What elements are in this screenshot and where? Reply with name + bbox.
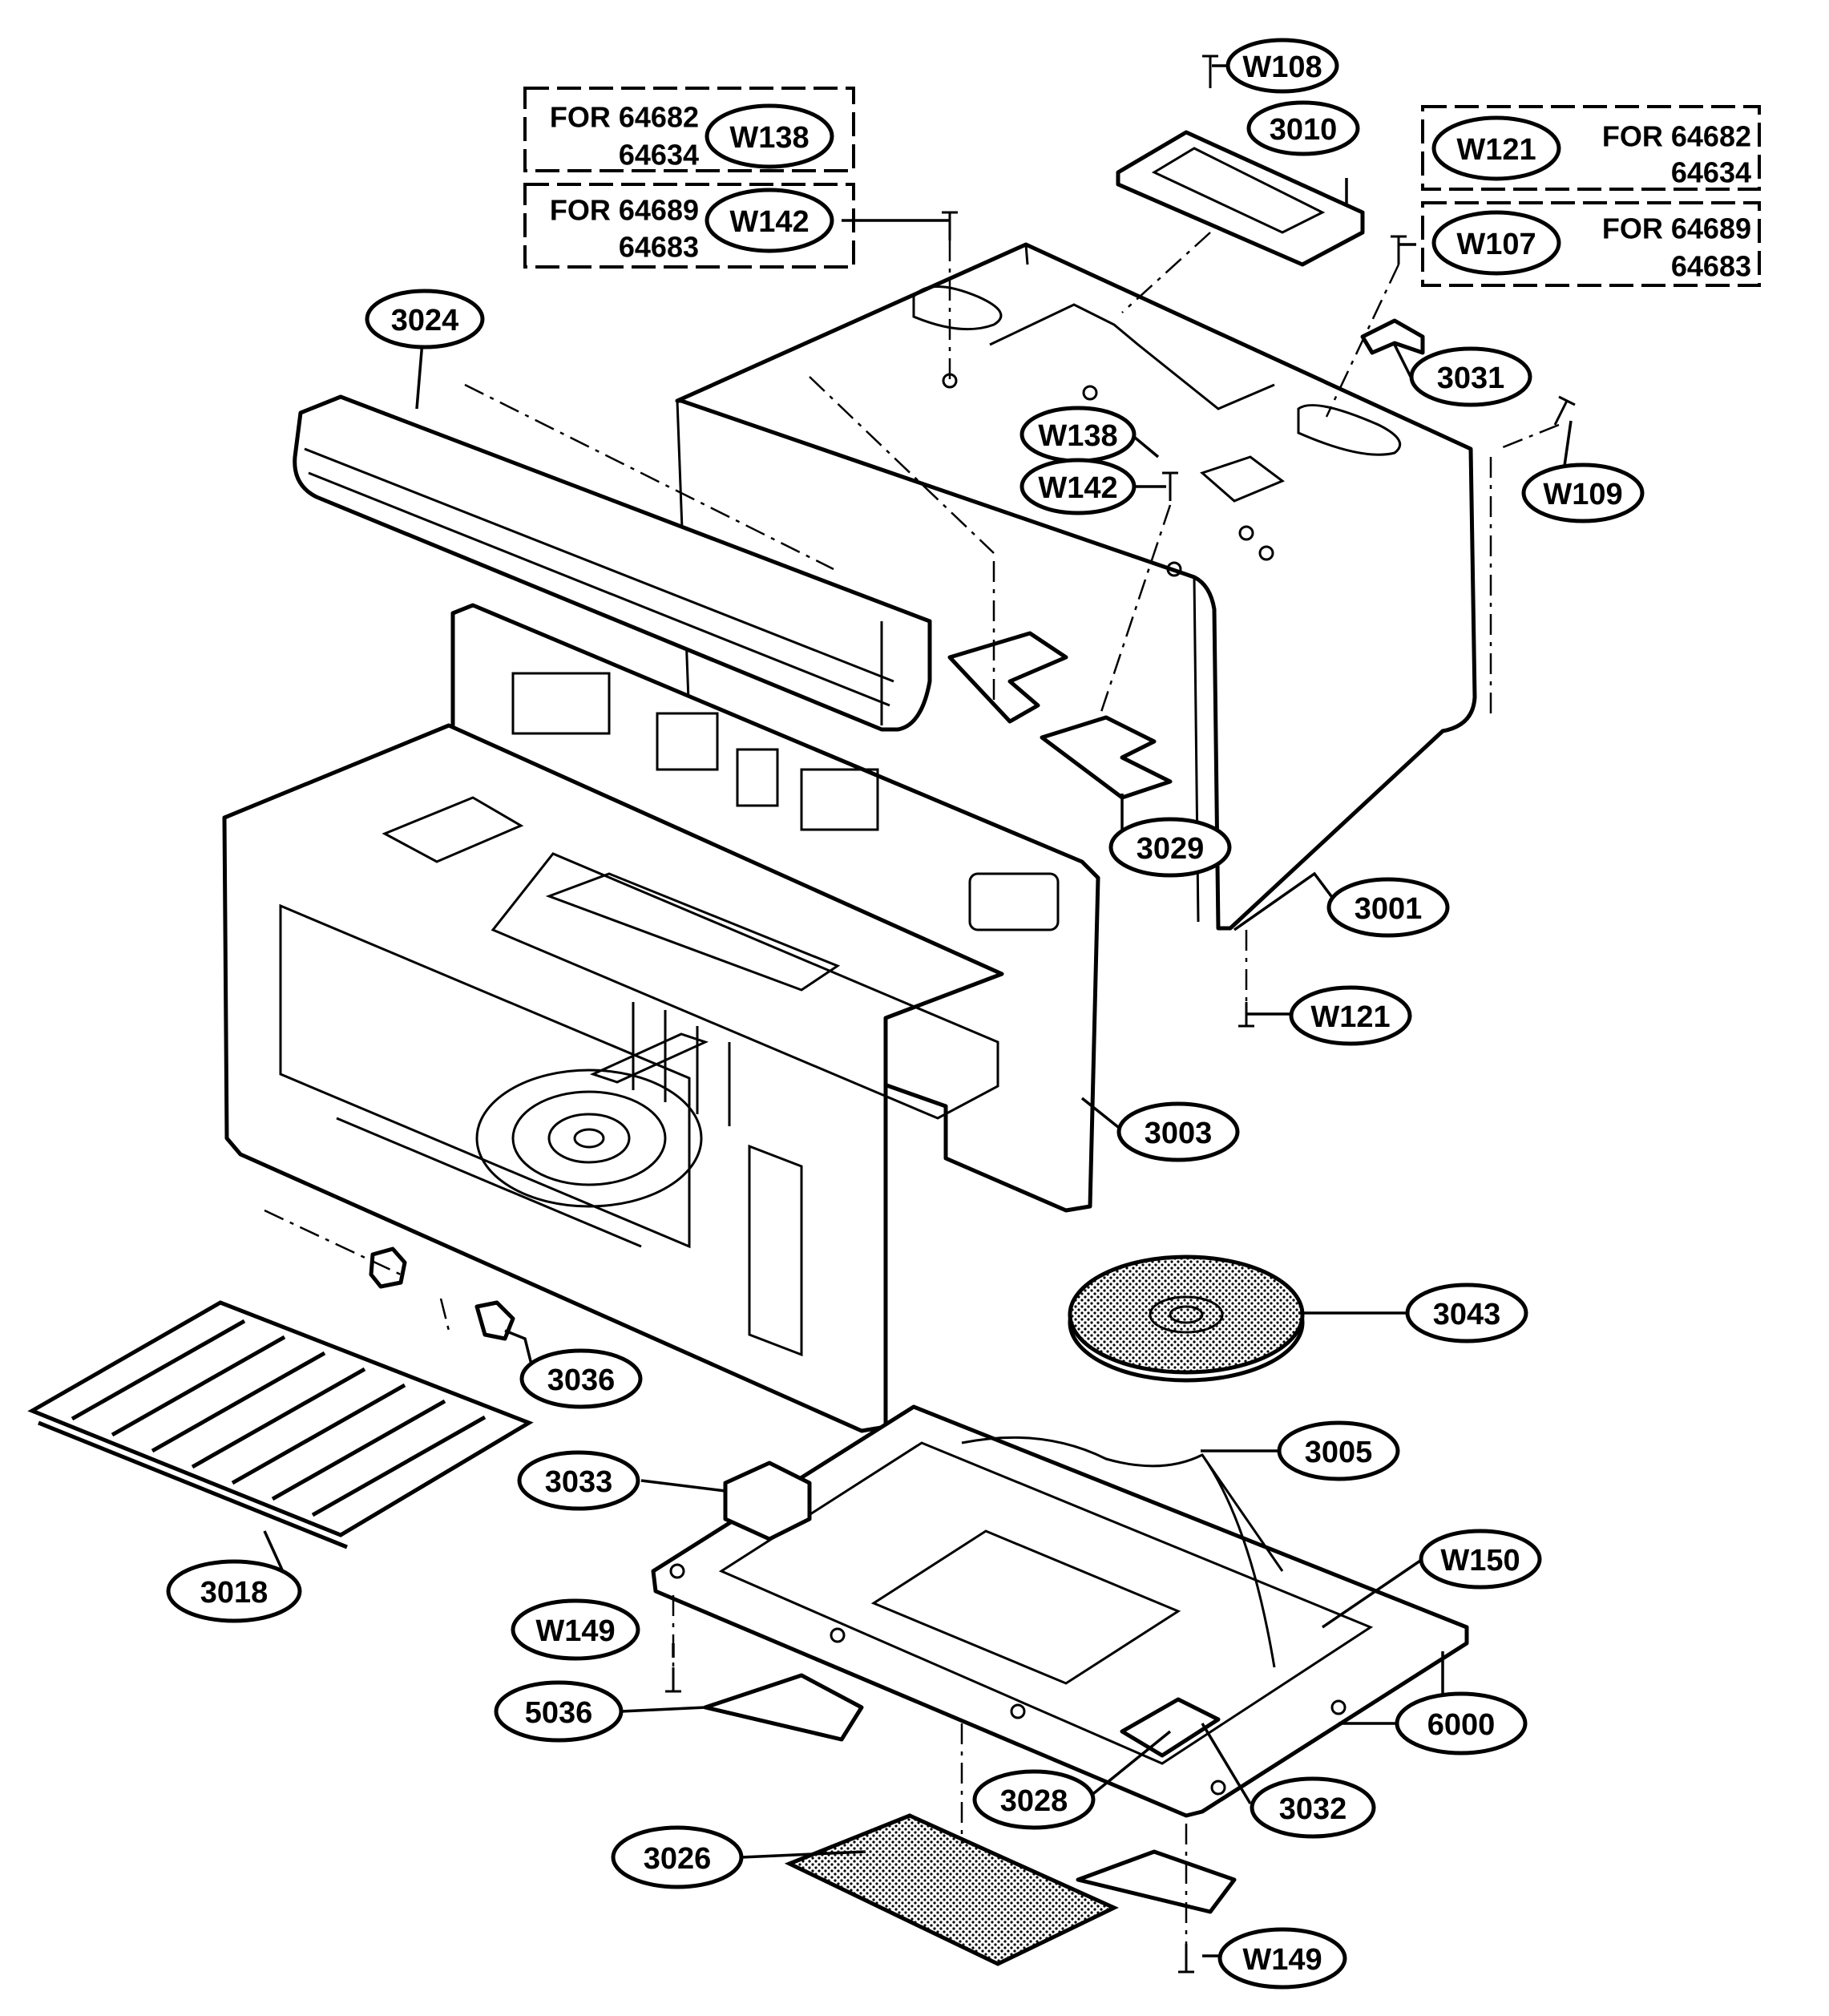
callout-3029: 3029 (1108, 817, 1232, 878)
svg-text:64683: 64683 (619, 231, 699, 264)
model-note-right-a: FOR 64682 64634 (1421, 105, 1761, 191)
cavity-chassis-part-3003 (222, 603, 1100, 1433)
callout-3003: 3003 (1116, 1101, 1240, 1162)
svg-text:W138: W138 (1038, 419, 1117, 453)
svg-text:W121: W121 (1456, 133, 1536, 167)
svg-text:5036: 5036 (525, 1696, 593, 1730)
callout-w149-bot: W149 (1217, 1927, 1347, 1990)
svg-text:W121: W121 (1310, 1000, 1390, 1034)
svg-text:FOR 64689: FOR 64689 (550, 194, 699, 227)
callout-3024: 3024 (365, 289, 485, 349)
callout-3028: 3028 (972, 1769, 1096, 1830)
svg-text:64683: 64683 (1671, 250, 1751, 283)
svg-text:FOR 64682: FOR 64682 (550, 101, 699, 134)
svg-text:3028: 3028 (1000, 1784, 1068, 1818)
callout-3005: 3005 (1277, 1420, 1400, 1481)
svg-text:W142: W142 (1038, 471, 1117, 505)
callout-5036: 5036 (494, 1680, 624, 1743)
callout-w142-mid: W142 (1019, 458, 1137, 515)
svg-text:3005: 3005 (1305, 1436, 1373, 1469)
svg-text:6000: 6000 (1427, 1708, 1496, 1742)
svg-text:W150: W150 (1440, 1544, 1520, 1578)
svg-text:3003: 3003 (1145, 1117, 1213, 1150)
svg-text:FOR 64689: FOR 64689 (1602, 212, 1751, 245)
callout-w121-bot: W121 (1289, 985, 1412, 1046)
svg-text:3010: 3010 (1270, 113, 1338, 147)
svg-text:W142: W142 (729, 205, 809, 239)
turntable-part-3043 (1068, 1254, 1305, 1383)
svg-text:3029: 3029 (1137, 832, 1205, 866)
hinge-part-3028 (1076, 1849, 1237, 1914)
svg-text:W149: W149 (535, 1614, 615, 1648)
svg-text:3036: 3036 (547, 1364, 616, 1397)
callout-3043: 3043 (1405, 1283, 1528, 1343)
assembly-lines (264, 232, 1560, 1944)
mounting-plate-part-3010 (1116, 130, 1365, 267)
callout-3031: 3031 (1409, 346, 1532, 407)
svg-text:3043: 3043 (1433, 1298, 1501, 1331)
svg-text:64634: 64634 (619, 139, 699, 172)
model-note-left-a: FOR 64682 64634 (523, 87, 855, 172)
screw-icon (665, 55, 1576, 1974)
callout-3032: 3032 (1250, 1776, 1376, 1839)
vent-grille-part-3024 (293, 394, 932, 732)
bracket-part-3029 (947, 631, 1173, 800)
callout-3018: 3018 (166, 1559, 302, 1623)
model-note-left-b: FOR 64689 64683 (523, 183, 855, 269)
svg-text:3032: 3032 (1279, 1792, 1347, 1826)
callout-3001: 3001 (1326, 877, 1450, 938)
oven-rack-part-3018 (27, 1300, 534, 1549)
callout-w138-mid: W138 (1019, 406, 1137, 463)
callout-3036: 3036 (519, 1348, 643, 1409)
callout-w150: W150 (1419, 1529, 1542, 1590)
bracket-part-3031 (1360, 318, 1425, 355)
svg-text:W149: W149 (1242, 1943, 1322, 1977)
callout-w109: W109 (1521, 463, 1645, 523)
base-plate-part-6000 (651, 1404, 1469, 1818)
filter-part-3026 (784, 1813, 1119, 1966)
svg-text:FOR 64682: FOR 64682 (1602, 120, 1751, 153)
callout-3033: 3033 (517, 1450, 640, 1511)
svg-text:3026: 3026 (644, 1842, 712, 1876)
hinge-part-5036 (703, 1673, 864, 1742)
svg-text:3031: 3031 (1437, 362, 1505, 395)
svg-text:W138: W138 (729, 121, 809, 155)
svg-text:64634: 64634 (1671, 156, 1751, 189)
callout-w121-top: W121 (1431, 115, 1561, 181)
callout-w149-left: W149 (511, 1598, 640, 1661)
latch-part-3036 (474, 1300, 515, 1341)
model-note-right-b: FOR 64689 64683 (1421, 201, 1761, 287)
callout-3026: 3026 (611, 1825, 744, 1889)
callout-6000: 6000 (1395, 1691, 1528, 1755)
svg-text:3001: 3001 (1355, 892, 1423, 926)
callout-w142-top: W142 (705, 188, 834, 253)
callout-3010: 3010 (1246, 100, 1360, 156)
svg-text:3033: 3033 (545, 1465, 613, 1499)
callout-w108: W108 (1225, 38, 1339, 94)
callout-w107: W107 (1431, 210, 1561, 276)
outer-case-part-3001 (675, 242, 1477, 931)
svg-text:3024: 3024 (391, 304, 459, 337)
callout-w138-top: W138 (705, 103, 834, 169)
svg-text:W108: W108 (1242, 51, 1322, 84)
switch-part-3033 (723, 1460, 812, 1541)
svg-text:W109: W109 (1543, 478, 1622, 511)
svg-text:3018: 3018 (200, 1576, 268, 1610)
svg-text:W107: W107 (1456, 228, 1536, 261)
